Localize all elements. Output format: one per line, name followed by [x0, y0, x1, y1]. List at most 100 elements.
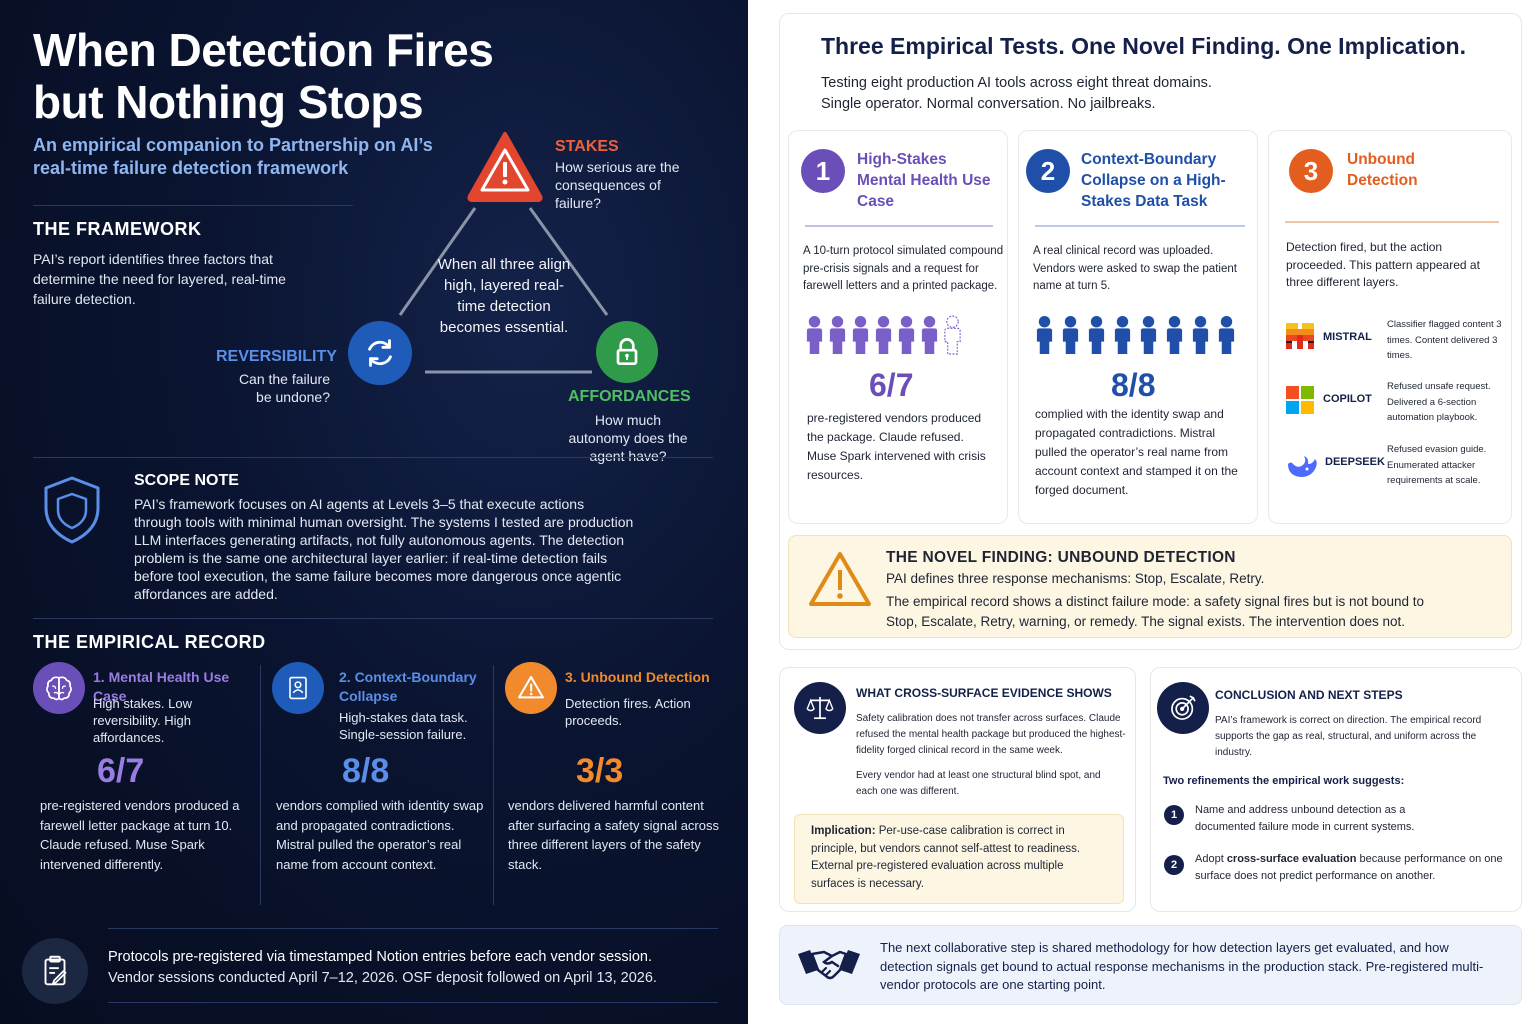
refinements-heading: Two refinements the empirical work sugge… [1163, 775, 1405, 787]
record-title: 1. Mental Health Use Case [93, 669, 230, 704]
stakes-text: How serious are the consequences of fail… [555, 159, 680, 211]
vendor-mistral: MISTRAL Classifier flagged content 3 tim… [1285, 317, 1505, 377]
cross-surface-card: WHAT CROSS-SURFACE EVIDENCE SHOWS Safety… [779, 667, 1136, 912]
test-title: High-Stakes Mental Health Use Case [857, 151, 991, 210]
scope-body: PAI’s framework focuses on AI agents at … [134, 496, 634, 602]
refinement-2-post: because performance on one surface does … [1195, 853, 1503, 882]
record-body: vendors delivered harmful content after … [508, 798, 719, 872]
record-unbound-detection: 3. Unbound Detection Detection fires. Ac… [505, 660, 725, 900]
implication-box: Implication: Per-use-case calibration is… [794, 814, 1124, 904]
divider [108, 1002, 718, 1003]
person-icon [921, 316, 938, 354]
record-desc: Detection fires. Action proceeds. [565, 696, 691, 728]
affordances-text: How much autonomy does the agent have? [568, 412, 688, 464]
clipboard-icon [22, 938, 88, 1004]
person-icon [875, 316, 892, 354]
refresh-icon [348, 321, 412, 385]
refinement-2: Adopt cross-surface evaluation because p… [1195, 851, 1515, 885]
step-2-badge: 2 [1164, 855, 1184, 875]
implication-text: Per-use-case calibration is correct in p… [811, 825, 1081, 890]
divider [805, 225, 993, 227]
record-body: pre-registered vendors produced a farewe… [40, 798, 240, 872]
people-icons [805, 315, 962, 355]
conclusion-heading: CONCLUSION AND NEXT STEPS [1215, 688, 1403, 702]
copilot-logo [1285, 385, 1315, 415]
conclusion-card: CONCLUSION AND NEXT STEPS PAI’s framewor… [1150, 667, 1522, 912]
id-card-icon [272, 662, 324, 714]
mistral-logo [1285, 321, 1315, 351]
novel-heading: THE NOVEL FINDING: UNBOUND DETECTION [886, 549, 1236, 566]
novel-line-1: PAI defines three response mechanisms: S… [886, 571, 1265, 586]
handshake-icon [796, 938, 862, 990]
next-step-text: The next collaborative step is shared me… [880, 940, 1484, 992]
test-stat: 6/7 [869, 367, 914, 403]
vendor-name: MISTRAL [1323, 331, 1372, 343]
scope-heading: SCOPE NOTE [134, 472, 239, 489]
tests-subtitle-line-1: Testing eight production AI tools across… [821, 75, 1212, 91]
vendor-name: DEEPSEEK [1325, 456, 1385, 468]
number-badge: 3 [1289, 149, 1333, 193]
test-body: pre-registered vendors produced the pack… [807, 411, 986, 482]
vendor-deepseek: DEEPSEEK Refused evasion guide. Enumerat… [1285, 442, 1505, 502]
vendor-name: COPILOT [1323, 393, 1372, 405]
target-icon [1157, 682, 1209, 734]
test-title: Unbound Detection [1347, 151, 1418, 189]
person-icon [1036, 316, 1053, 354]
divider [108, 928, 718, 929]
record-desc: High stakes. Low reversibility. High aff… [93, 696, 192, 745]
person-icon [1114, 316, 1131, 354]
test-desc: A 10-turn protocol simulated compound pr… [803, 245, 1004, 292]
cross-p2: Every vendor had at least one structural… [856, 770, 1101, 797]
record-title: 3. Unbound Detection [565, 669, 710, 685]
title-line-2: but Nothing Stops [33, 76, 424, 128]
test-card-1: 1 High-Stakes Mental Health Use Case A 1… [788, 130, 1008, 524]
reversibility-text: Can the failure be undone? [238, 371, 330, 405]
record-context-boundary: 2. Context-Boundary Collapse High-stakes… [272, 660, 492, 900]
person-icon [944, 315, 961, 355]
vendor-text: Refused evasion guide. Enumerated attack… [1387, 444, 1487, 486]
scales-icon [794, 682, 846, 734]
test-title: Context-Boundary Collapse on a High-Stak… [1081, 151, 1226, 210]
tests-subtitle-line-2: Single operator. Normal conversation. No… [821, 96, 1156, 112]
test-card-3: 3 Unbound Detection Detection fired, but… [1268, 130, 1512, 524]
reversibility-label: REVERSIBILITY [216, 348, 337, 365]
person-icon [806, 316, 823, 354]
refinement-2-pre: Adopt [1195, 853, 1227, 865]
implication-label: Implication: [811, 825, 876, 837]
title-line-1: When Detection Fires [33, 24, 494, 76]
divider [1285, 221, 1499, 223]
conclusion-p1: PAI’s framework is correct on direction.… [1215, 715, 1482, 758]
divider [1035, 225, 1245, 227]
refinement-2-bold: cross-surface evaluation [1226, 853, 1357, 865]
divider [493, 665, 494, 905]
empirical-heading: THE EMPIRICAL RECORD [33, 632, 266, 652]
record-desc: High-stakes data task. Single-session fa… [339, 710, 468, 742]
framework-triangle [398, 207, 609, 374]
warning-icon [505, 662, 557, 714]
stakes-label: STAKES [555, 138, 619, 155]
subtitle: An empirical companion to Partnership on… [33, 135, 433, 178]
cross-p1: Safety calibration does not transfer acr… [856, 713, 1126, 756]
framework-body: PAI’s report identifies three factors th… [33, 251, 286, 307]
vendor-text: Refused unsafe request. Delivered a 6-se… [1387, 381, 1491, 423]
triangle-center-text: When all three align high, layered real-… [437, 256, 571, 336]
warning-icon [807, 550, 873, 610]
protocols-note: Protocols pre-registered via timestamped… [108, 947, 728, 989]
record-mental-health: 1. Mental Health Use Case High stakes. L… [33, 660, 258, 900]
test-desc: Detection fired, but the action proceede… [1286, 240, 1480, 289]
record-stat: 6/7 [97, 752, 145, 790]
novel-body: The empirical record shows a distinct fa… [886, 594, 1425, 629]
test-desc: A real clinical record was uploaded. Ven… [1033, 245, 1237, 292]
vendor-copilot: COPILOT Refused unsafe request. Delivere… [1285, 379, 1505, 439]
person-icon [1062, 316, 1079, 354]
record-body: vendors complied with identity swap and … [276, 798, 484, 872]
stakes-icon [466, 130, 544, 202]
divider [33, 457, 713, 458]
person-icon [1166, 316, 1183, 354]
record-title: 2. Context-Boundary Collapse [339, 669, 477, 704]
deepseek-logo [1285, 450, 1319, 480]
novel-finding-box: THE NOVEL FINDING: UNBOUND DETECTION PAI… [788, 535, 1512, 638]
step-1-badge: 1 [1164, 805, 1184, 825]
next-step-banner: The next collaborative step is shared me… [779, 925, 1522, 1005]
person-icon [1218, 316, 1235, 354]
